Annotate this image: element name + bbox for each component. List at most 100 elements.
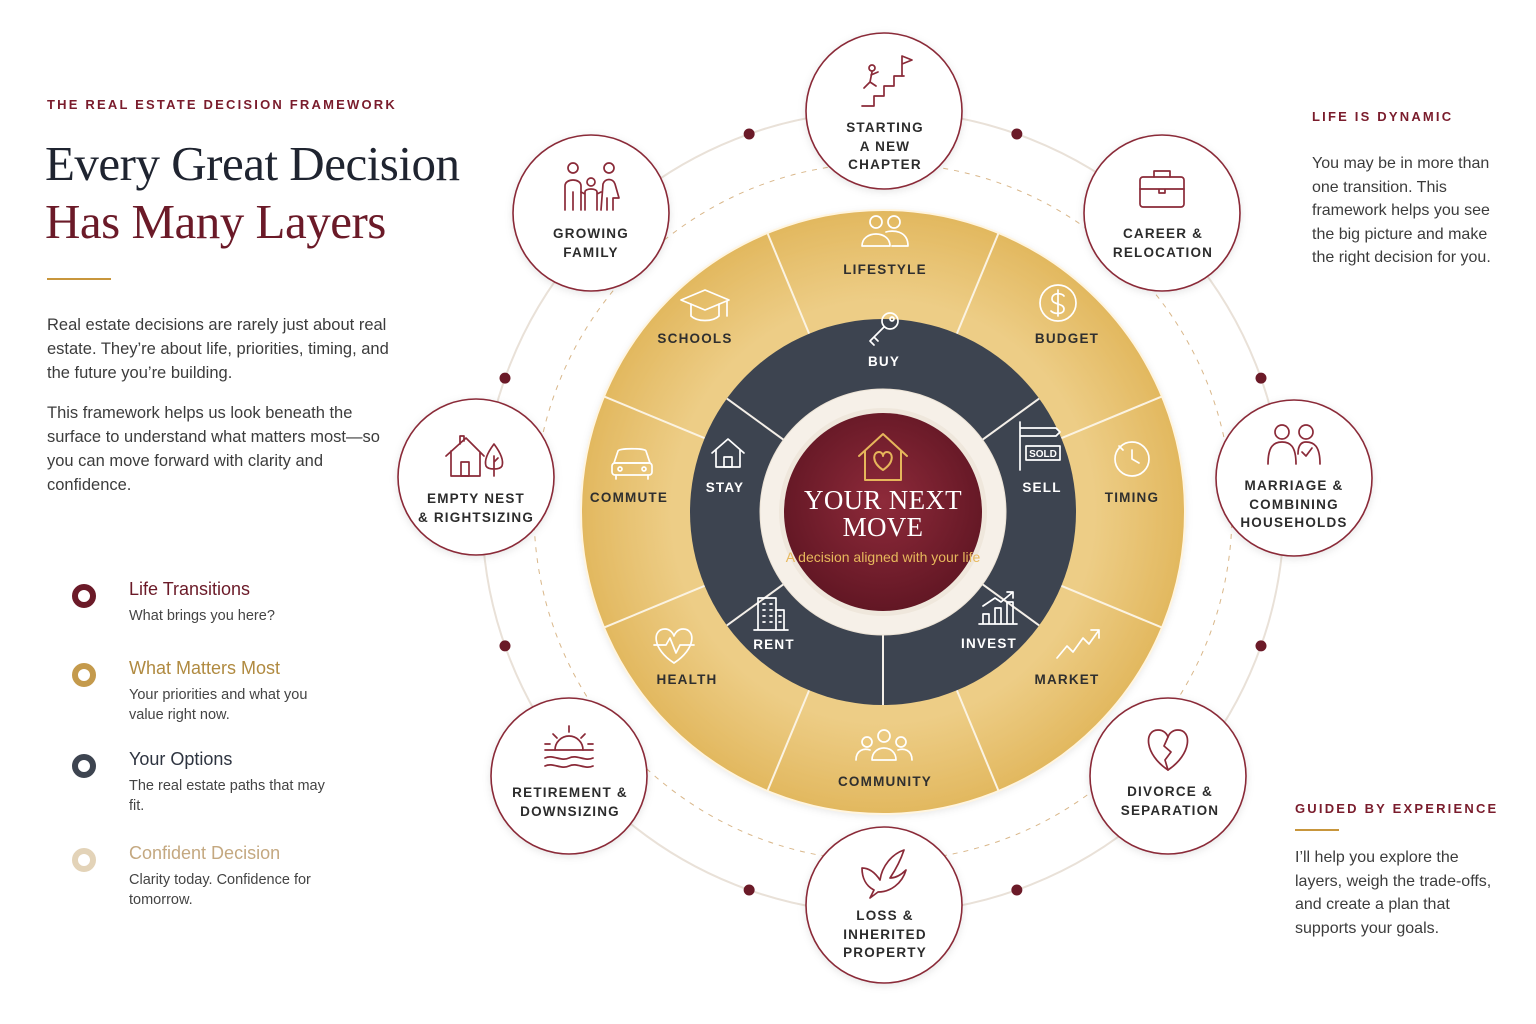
- ring-dot: [1011, 128, 1023, 140]
- house-heart-icon: [858, 433, 908, 481]
- graduation-cap-icon: [680, 289, 730, 322]
- legend-swatch: [72, 663, 96, 687]
- legend-swatch: [72, 848, 96, 872]
- option-label-sell: SELL: [1022, 480, 1062, 495]
- guided-text: I’ll help you explore the layers, weigh …: [1295, 849, 1492, 937]
- priority-label-market: MARKET: [1034, 672, 1100, 687]
- ring-dot: [743, 884, 755, 896]
- life-dynamic-text: You may be in more than one transition. …: [1312, 155, 1491, 266]
- center-title: YOUR NEXT MOVE: [783, 487, 983, 541]
- legend-desc: What brings you here?: [129, 608, 275, 624]
- legend-desc: Your priorities and what you value right…: [129, 687, 308, 723]
- center-title-line-1: YOUR NEXT: [804, 485, 962, 515]
- priority-label-lifestyle: LIFESTYLE: [843, 262, 927, 277]
- trend-icon: [1056, 629, 1100, 659]
- car-icon: [611, 447, 653, 480]
- legend-desc: The real estate paths that may fit.: [129, 778, 325, 814]
- transition-circle: [397, 398, 555, 556]
- priority-divider: [766, 232, 811, 335]
- priority-divider: [603, 584, 706, 629]
- transition-label-loss: LOSS & INHERITED PROPERTY: [843, 908, 927, 960]
- center-subtitle: A decision aligned with your life: [785, 549, 981, 565]
- framework-eyebrow: THE REAL ESTATE DECISION FRAMEWORK: [47, 97, 397, 112]
- house-tree-icon: [445, 435, 504, 477]
- guided-divider: [1295, 829, 1339, 831]
- option-label-rent: RENT: [753, 637, 795, 652]
- house-icon: [711, 438, 745, 468]
- key-icon: [869, 312, 899, 346]
- broken-heart-icon: [1147, 729, 1189, 771]
- priority-label-timing: TIMING: [1104, 490, 1160, 505]
- transition-label-marriage: MARRIAGE & COMBINING HOUSEHOLDS: [1240, 478, 1348, 530]
- ring-dot: [1255, 640, 1267, 652]
- priority-label-community: COMMUNITY: [837, 774, 933, 789]
- legend-swatch: [72, 584, 96, 608]
- priority-divider: [955, 232, 1000, 335]
- priority-label-health: HEALTH: [656, 672, 718, 687]
- option-label-buy: BUY: [867, 354, 901, 369]
- priority-divider: [1060, 584, 1163, 629]
- priorities-edge: [580, 209, 1186, 815]
- briefcase-icon: [1139, 170, 1185, 208]
- transition-label-divorce: DIVORCE & SEPARATION: [1120, 784, 1220, 818]
- ring-dot: [1011, 884, 1023, 896]
- title-line-1: Every Great Decision: [45, 136, 460, 191]
- transition-label-retirement: RETIREMENT & DOWNSIZING: [512, 785, 628, 819]
- sold-sign-icon: SOLD: [1019, 421, 1061, 471]
- title-divider: [47, 278, 111, 280]
- life-dynamic-eyebrow: LIFE IS DYNAMIC: [1312, 109, 1454, 124]
- apartment-building-icon: [753, 597, 789, 631]
- priority-divider: [955, 689, 1000, 792]
- transition-label-empty-nest: EMPTY NEST & RIGHTSIZING: [417, 491, 535, 525]
- priority-label-schools: SCHOOLS: [657, 331, 733, 346]
- legend-title: Your Options: [129, 749, 233, 769]
- guided-eyebrow: GUIDED BY EXPERIENCE: [1295, 801, 1499, 816]
- transition-circle: [805, 826, 963, 984]
- stairs-flag-icon: [861, 55, 913, 107]
- ring-dot: [743, 128, 755, 140]
- couple-icon: [1267, 424, 1321, 465]
- intro-paragraph-1: Real estate decisions are rarely just ab…: [47, 316, 389, 382]
- transition-circle: [805, 32, 963, 190]
- family-icon: [564, 162, 620, 211]
- priority-divider: [766, 689, 811, 792]
- center-core: [784, 413, 982, 611]
- option-divider: [726, 582, 785, 627]
- option-label-stay: STAY: [705, 480, 745, 495]
- priority-divider: [603, 395, 706, 440]
- center-title-line-2: MOVE: [842, 512, 924, 542]
- intro-paragraph-2: This framework helps us look beneath the…: [47, 404, 380, 494]
- ring-dot: [499, 372, 511, 384]
- transition-circle: [1083, 134, 1241, 292]
- ring-dot: [1255, 372, 1267, 384]
- priority-label-budget: BUDGET: [1034, 331, 1100, 346]
- page-title: Every Great Decision Has Many Layers: [45, 135, 460, 251]
- heart-pulse-icon: [653, 628, 695, 664]
- legend-title: Life Transitions: [129, 579, 251, 599]
- priority-label-commute: COMMUTE: [589, 490, 669, 505]
- title-line-2: Has Many Layers: [45, 194, 386, 249]
- dove-icon: [861, 849, 907, 899]
- transition-circle: [1089, 697, 1247, 855]
- legend-swatch: [72, 754, 96, 778]
- option-divider: [981, 582, 1040, 627]
- sunset-icon: [544, 725, 594, 768]
- dollar-icon: [1039, 284, 1077, 322]
- ring-dot: [499, 640, 511, 652]
- priority-divider: [1060, 395, 1163, 440]
- sold-sign-text: SOLD: [1029, 449, 1057, 460]
- legend-title: What Matters Most: [129, 658, 281, 678]
- transition-label-career: CAREER & RELOCATION: [1112, 226, 1214, 260]
- transition-circle: [512, 134, 670, 292]
- option-divider: [726, 397, 785, 442]
- community-icon: [855, 729, 913, 761]
- legend-desc: Clarity today. Confidence for tomorrow.: [129, 872, 311, 908]
- legend-title: Confident Decision: [129, 843, 281, 863]
- option-label-invest: INVEST: [961, 636, 1017, 651]
- transition-label-growing-family: GROWING FAMILY: [553, 226, 629, 260]
- option-divider: [981, 397, 1040, 442]
- clock-icon: [1114, 441, 1150, 477]
- transition-circle: [490, 697, 648, 855]
- growth-chart-icon: [978, 591, 1018, 625]
